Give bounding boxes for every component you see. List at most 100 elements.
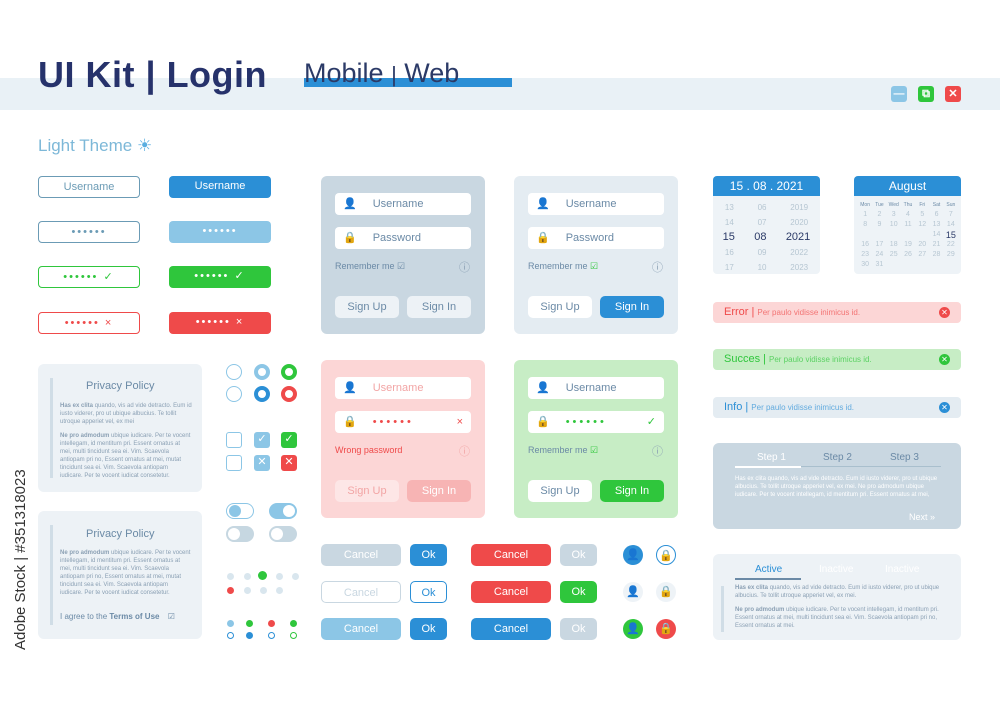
- day-cell[interactable]: 12: [918, 221, 927, 228]
- checkbox-checked-light[interactable]: ✓: [254, 432, 270, 448]
- close-icon[interactable]: ✕: [939, 354, 950, 365]
- minimize-button[interactable]: —: [891, 86, 907, 102]
- checkbox-icon[interactable]: ☑: [590, 445, 599, 455]
- day-cell[interactable]: 27: [918, 251, 927, 258]
- password-input-valid-filled[interactable]: •••••• ✓: [169, 266, 271, 288]
- day-cell[interactable]: 11: [904, 221, 912, 228]
- password-input-valid-outline[interactable]: •••••• ✓: [38, 266, 140, 288]
- date-cell[interactable]: 13: [724, 203, 734, 212]
- sign-in-button[interactable]: Sign In: [407, 480, 471, 502]
- lock-icon-muted[interactable]: 🔒: [656, 582, 676, 602]
- day-cell[interactable]: [901, 260, 915, 270]
- radio-empty[interactable]: [226, 364, 242, 380]
- ok-button[interactable]: Ok: [410, 544, 447, 566]
- day-cell[interactable]: 6: [934, 211, 939, 218]
- toggle-off-2[interactable]: [269, 526, 297, 542]
- day-cell[interactable]: 10: [889, 221, 898, 228]
- date-cell[interactable]: 17: [724, 263, 734, 272]
- scrollbar-track[interactable]: [721, 586, 724, 632]
- day-cell[interactable]: 25: [889, 251, 898, 258]
- day-cell[interactable]: 24: [875, 251, 884, 258]
- cancel-button-red-2[interactable]: Cancel: [471, 581, 551, 603]
- ok-button-gray[interactable]: Ok: [560, 544, 597, 566]
- date-cell[interactable]: 09: [757, 248, 767, 257]
- checkbox-empty-2[interactable]: [226, 455, 242, 471]
- password-input-filled[interactable]: ••••••: [169, 221, 271, 243]
- radio-selected-blue[interactable]: [254, 386, 270, 402]
- date-cell[interactable]: 2022: [790, 248, 809, 257]
- day-cell[interactable]: 5: [920, 211, 925, 218]
- info-icon[interactable]: ⓘ: [459, 446, 470, 458]
- checkbox-crossed-light[interactable]: ✕: [254, 455, 270, 471]
- day-cell[interactable]: [872, 230, 886, 240]
- day-cell[interactable]: [915, 230, 929, 240]
- remember-row[interactable]: Remember me ☑: [528, 261, 598, 272]
- day-cell[interactable]: 2: [877, 211, 882, 218]
- sign-up-button[interactable]: Sign Up: [528, 480, 592, 502]
- info-icon[interactable]: ⓘ: [459, 262, 470, 274]
- date-cell[interactable]: 15: [722, 231, 735, 243]
- ok-button-green[interactable]: Ok: [560, 581, 597, 603]
- remember-row[interactable]: Remember me ☑: [335, 261, 405, 272]
- day-cell[interactable]: [915, 260, 929, 270]
- username-input-outline[interactable]: Username: [38, 176, 140, 198]
- day-cell[interactable]: 3: [891, 211, 896, 218]
- cancel-button-blue[interactable]: Cancel: [471, 618, 551, 640]
- step-2-tab[interactable]: Step 2: [823, 452, 852, 463]
- cancel-button[interactable]: Cancel: [321, 544, 401, 566]
- day-cell[interactable]: 16: [861, 241, 870, 248]
- day-cell[interactable]: 18: [889, 241, 898, 248]
- scrollbar-track[interactable]: [50, 525, 53, 625]
- info-icon[interactable]: ⓘ: [652, 446, 663, 458]
- day-cell[interactable]: 22: [946, 241, 955, 248]
- date-row[interactable]: 16 09 2022: [713, 245, 820, 260]
- checkbox-crossed-red[interactable]: ✕: [281, 455, 297, 471]
- maximize-button[interactable]: ⧉: [918, 86, 934, 102]
- username-field[interactable]: 👤Username: [335, 193, 471, 215]
- user-icon[interactable]: 👤: [623, 545, 643, 565]
- cancel-button-red[interactable]: Cancel: [471, 544, 551, 566]
- password-field[interactable]: 🔒••••••×: [335, 411, 471, 433]
- terms-link[interactable]: Terms of Use: [109, 612, 160, 621]
- close-icon[interactable]: ✕: [939, 307, 950, 318]
- lock-icon-red[interactable]: 🔒: [656, 619, 676, 639]
- remember-row[interactable]: Remember me ☑: [528, 445, 598, 456]
- agree-row[interactable]: I agree to the Terms of Use ☑: [60, 612, 175, 621]
- date-cell[interactable]: 2021: [785, 231, 811, 243]
- tab-inactive-2[interactable]: Inactive: [885, 564, 920, 575]
- username-field[interactable]: 👤Username: [528, 377, 664, 399]
- date-row[interactable]: 13 06 2019: [713, 200, 820, 215]
- username-input-filled[interactable]: Username: [169, 176, 271, 198]
- day-cell[interactable]: [944, 260, 958, 270]
- sign-up-button[interactable]: Sign Up: [335, 296, 399, 318]
- scrollbar-track[interactable]: [50, 378, 53, 478]
- sign-up-button[interactable]: Sign Up: [528, 296, 592, 318]
- sign-in-button[interactable]: Sign In: [407, 296, 471, 318]
- day-cell[interactable]: 15: [945, 230, 956, 240]
- user-icon-muted[interactable]: 👤: [623, 582, 643, 602]
- day-cell[interactable]: 31: [875, 261, 884, 268]
- close-button[interactable]: ✕: [945, 86, 961, 102]
- day-cell[interactable]: [858, 230, 872, 240]
- day-cell[interactable]: 4: [906, 211, 910, 218]
- date-cell[interactable]: 14: [724, 218, 734, 227]
- info-icon[interactable]: ⓘ: [652, 262, 663, 274]
- radio-selected-red[interactable]: [281, 386, 297, 402]
- day-cell[interactable]: 8: [863, 221, 868, 228]
- date-cell[interactable]: 10: [757, 263, 767, 272]
- day-cell[interactable]: 26: [904, 251, 912, 258]
- step-3-tab[interactable]: Step 3: [890, 452, 919, 463]
- password-input-outline[interactable]: ••••••: [38, 221, 140, 243]
- day-cell[interactable]: 17: [875, 241, 884, 248]
- tab-active[interactable]: Active: [755, 564, 783, 575]
- date-cell[interactable]: 2019: [790, 203, 809, 212]
- date-cell[interactable]: 06: [757, 203, 767, 212]
- date-cell[interactable]: 16: [724, 248, 734, 257]
- day-cell[interactable]: 7: [948, 211, 953, 218]
